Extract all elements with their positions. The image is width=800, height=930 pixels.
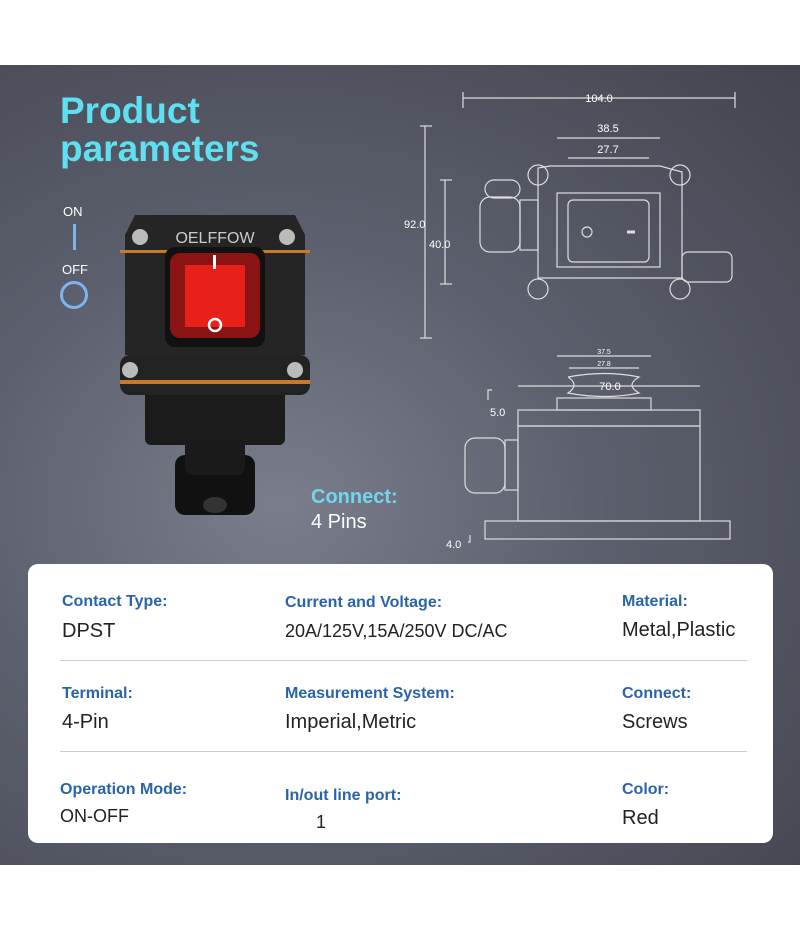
dim-side-outer: 37.5 xyxy=(597,349,611,356)
param-label: Contact Type: xyxy=(62,593,168,610)
param-label: Operation Mode: xyxy=(60,781,188,798)
dim-base: 4.0 xyxy=(446,539,461,551)
parameters-card: Contact Type: DPST Current and Voltage: … xyxy=(28,564,773,843)
param-value: ON-OFF xyxy=(60,806,129,826)
param-value: Imperial,Metric xyxy=(285,711,417,733)
dim-housing-width: 38.5 xyxy=(597,123,618,135)
param-value: Screws xyxy=(622,711,688,733)
param-label: Material: xyxy=(622,593,688,610)
param-value: Red xyxy=(622,807,659,829)
dim-overall-width: 104.0 xyxy=(585,93,613,105)
param-value: 20A/125V,15A/250V DC/AC xyxy=(285,621,508,641)
param-value: 4-Pin xyxy=(62,711,109,733)
param-label: Current and Voltage: xyxy=(285,594,443,611)
connect-label: Connect: xyxy=(311,486,398,508)
dim-switch-height: 40.0 xyxy=(429,239,450,251)
param-label: Measurement System: xyxy=(285,685,455,702)
brand-logo: OELFFOW xyxy=(175,230,255,247)
connect-value: 4 Pins xyxy=(311,511,367,533)
dimension-drawing: 104.0 38.5 27.7 92.0 40.0 37.5 27.8 70.0… xyxy=(404,92,736,551)
param-label: Color: xyxy=(622,781,670,798)
param-value: Metal,Plastic xyxy=(622,619,736,641)
param-label: In/out line port: xyxy=(285,787,402,804)
dim-side-inner: 27.8 xyxy=(597,361,611,368)
param-label: Connect: xyxy=(622,685,692,702)
divider xyxy=(60,660,747,661)
dim-lid: 5.0 xyxy=(490,407,505,419)
divider xyxy=(60,751,747,752)
param-value: 1 xyxy=(316,812,327,832)
dim-switch-width: 27.7 xyxy=(597,144,618,156)
dim-overall-height: 92.0 xyxy=(404,219,425,231)
dim-base-width: 70.0 xyxy=(599,381,620,393)
switch-product-image: OELFFOW xyxy=(120,215,310,515)
off-symbol-icon xyxy=(60,281,88,309)
on-label: ON xyxy=(63,204,83,219)
off-label: OFF xyxy=(62,262,88,277)
param-label: Terminal: xyxy=(62,685,133,702)
on-symbol-icon xyxy=(73,224,76,250)
param-value: DPST xyxy=(62,620,116,642)
